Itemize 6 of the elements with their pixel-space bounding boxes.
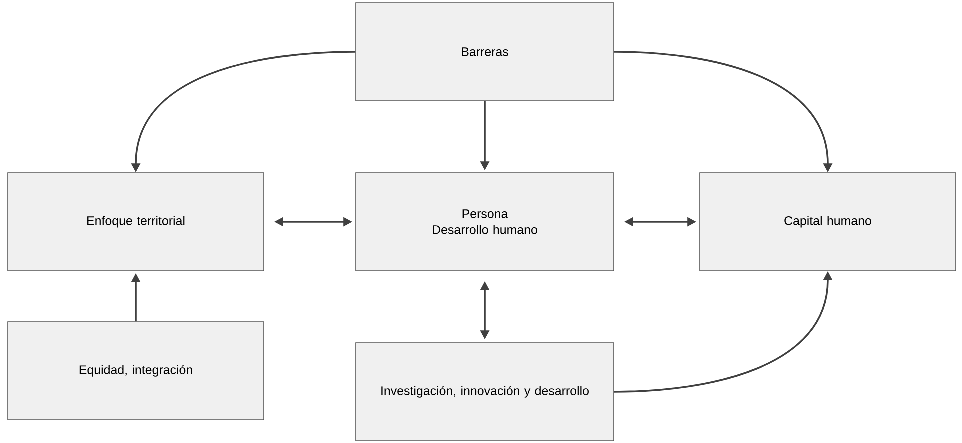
process-box: Capital humano <box>700 172 956 272</box>
process-box: Barreras <box>356 2 614 102</box>
process-box: Enfoque territorial <box>8 172 264 272</box>
process-box: Investigación, innovación y desarrollo <box>356 342 614 442</box>
process-box: Equidad, integración <box>8 322 264 420</box>
process-box: Persona Desarrollo humano <box>356 172 614 272</box>
